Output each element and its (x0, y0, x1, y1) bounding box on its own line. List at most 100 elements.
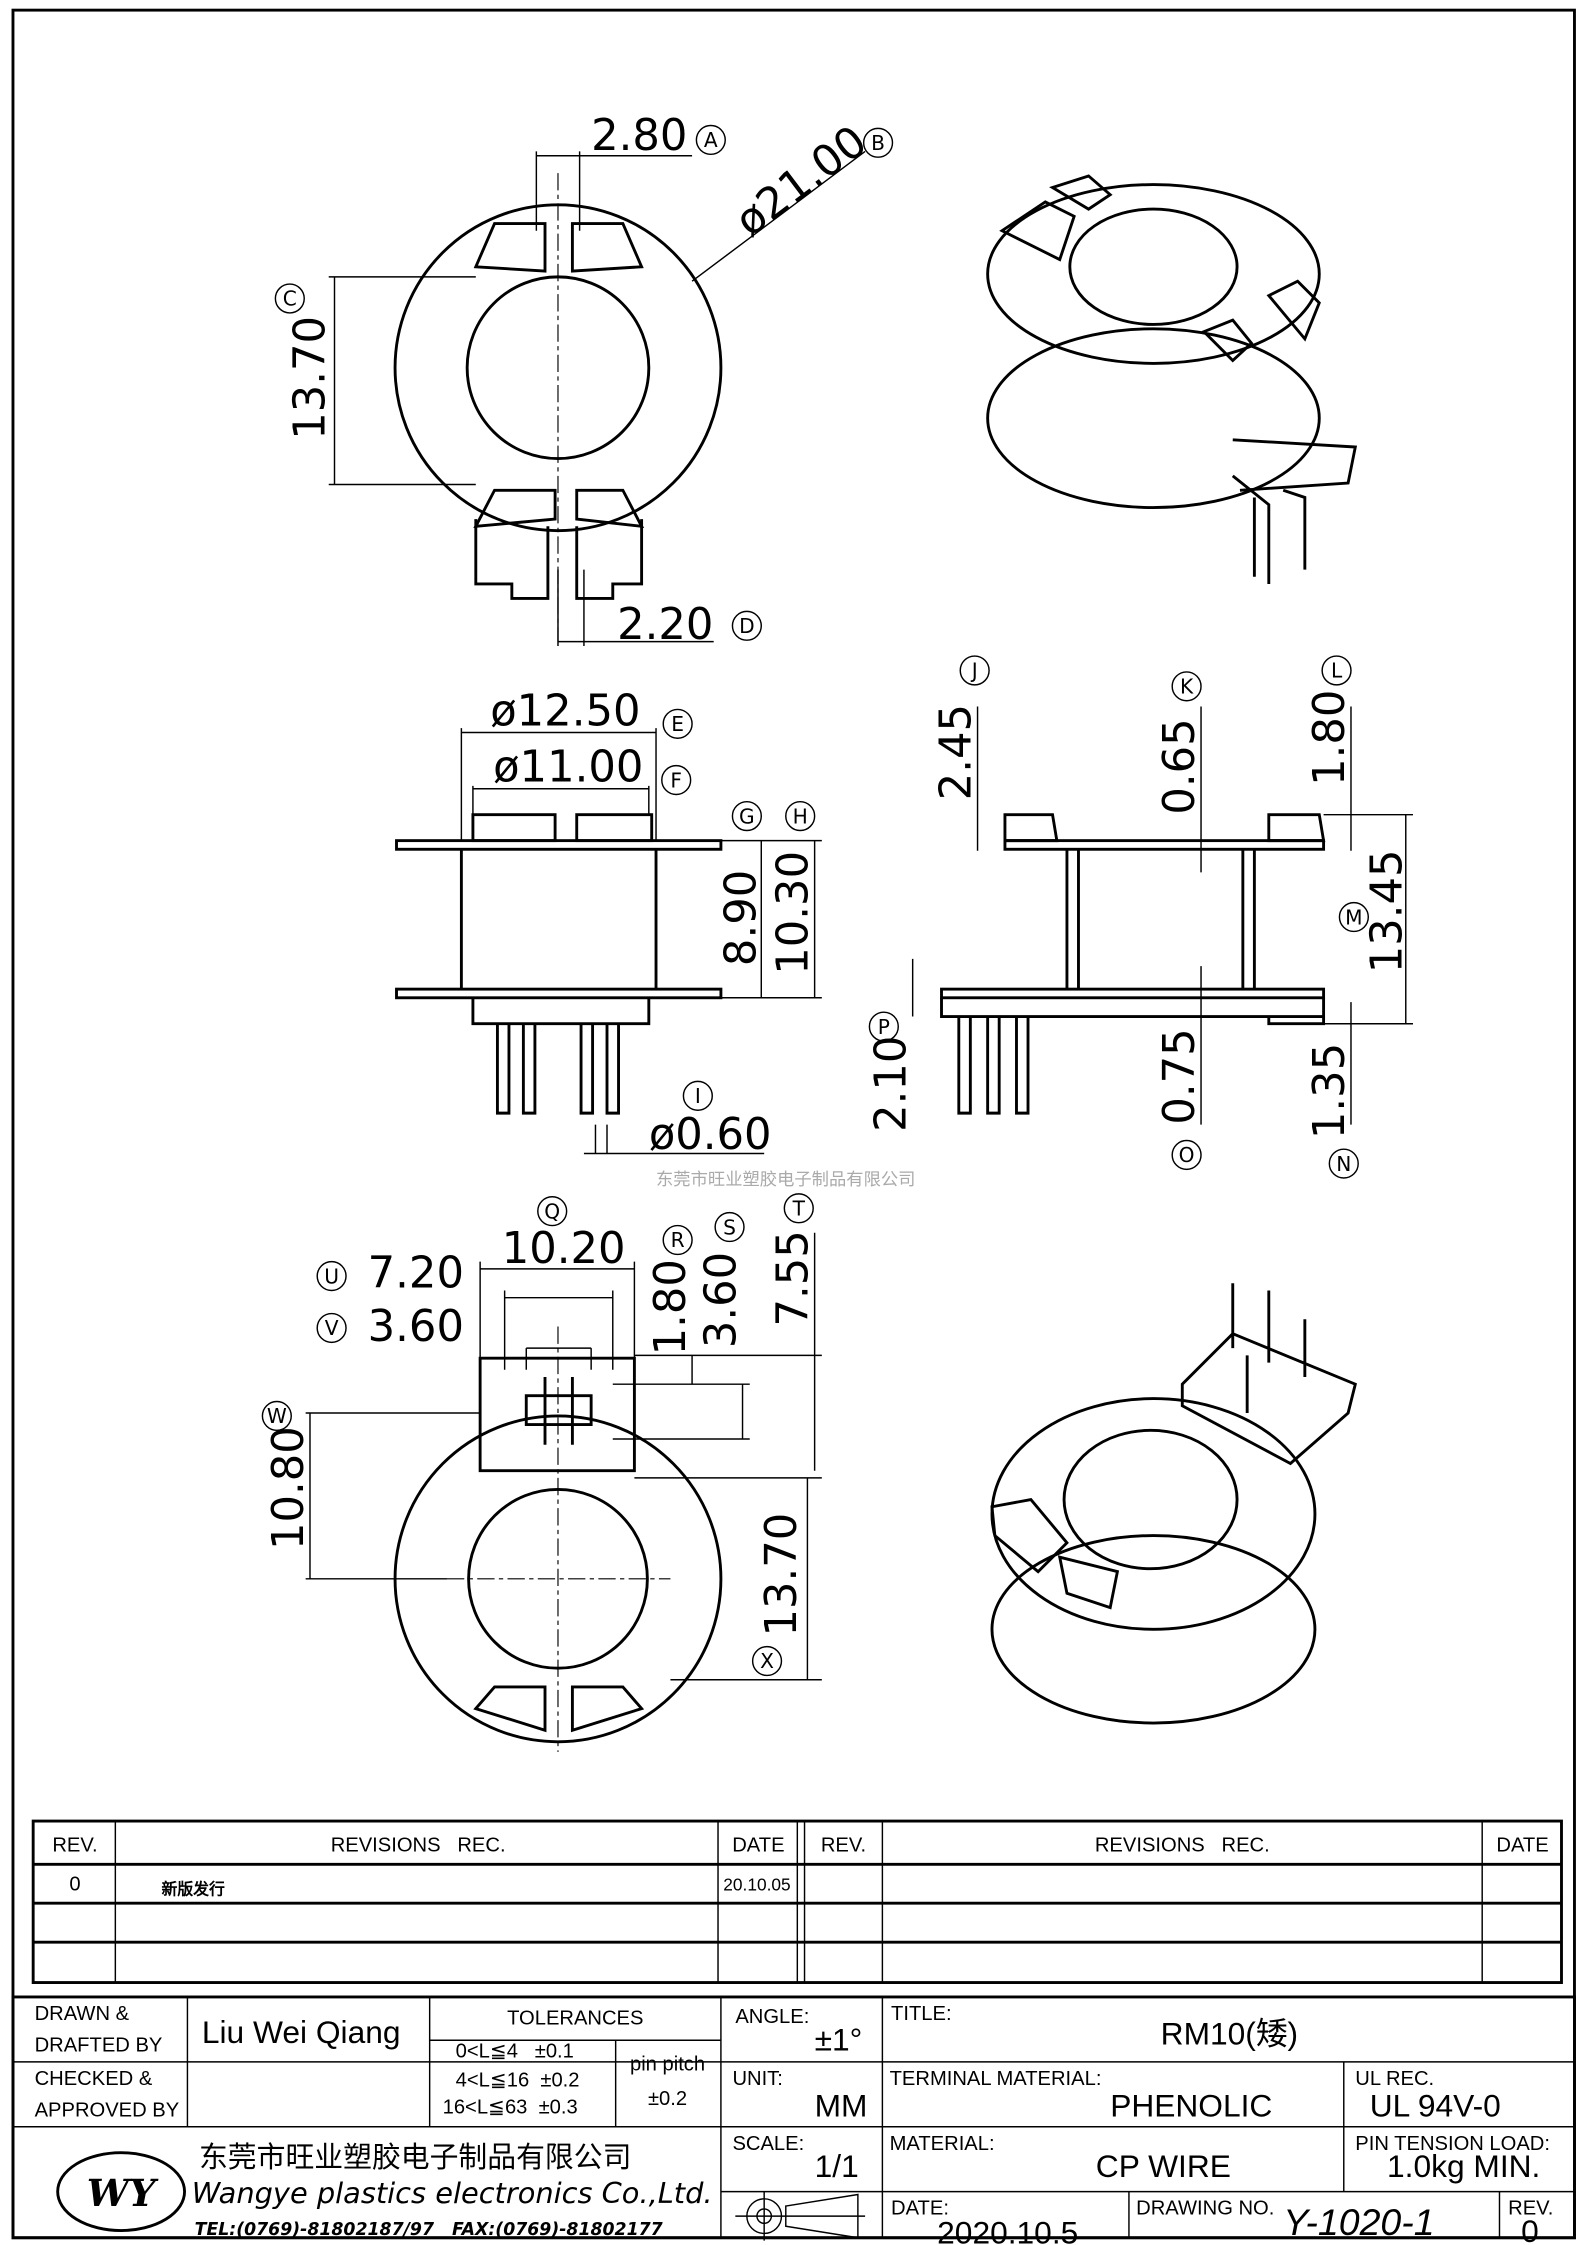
svg-text:4<L≦16 ±0.2: 4<L≦16 ±0.2 (456, 2069, 580, 2091)
svg-text:V: V (325, 1316, 339, 1340)
svg-text:B: B (871, 131, 885, 155)
drawn-by: Liu Wei Qiang (202, 2014, 401, 2050)
dim-J: 2.45 (931, 704, 981, 800)
svg-text:WY: WY (87, 2171, 159, 2215)
isometric-view-top (986, 174, 1358, 584)
svg-text:REV.: REV. (821, 1834, 866, 1856)
drawing-title: RM10(矮) (1161, 2016, 1298, 2052)
dim-S: 3.60 (696, 1252, 746, 1348)
svg-text:1.0kg MIN.: 1.0kg MIN. (1387, 2148, 1540, 2184)
svg-text:±1°: ±1° (815, 2021, 863, 2057)
dim-B: ø21.00 (726, 116, 876, 246)
dim-X: 13.70 (757, 1513, 807, 1637)
dim-F: ø11.00 (493, 743, 643, 793)
side-view: ø12.50 ø11.00 8.90 10.30 ø0.60 东莞市旺业塑胶电子… (395, 686, 915, 1190)
dim-Q: 10.20 (502, 1224, 626, 1274)
svg-text:X: X (760, 1649, 774, 1673)
projection-symbol-icon (735, 2191, 866, 2241)
revision-table: REV. REVISIONS REC. DATE REV. REVISIONS … (31, 1819, 1563, 1984)
dim-M: 13.45 (1362, 849, 1412, 973)
svg-text:DATE: DATE (732, 1834, 784, 1856)
svg-text:I: I (695, 1084, 701, 1108)
dim-U: 7.20 (368, 1249, 464, 1299)
svg-text:W: W (267, 1404, 287, 1428)
svg-text:E: E (671, 712, 684, 736)
company-logo: WY (56, 2151, 186, 2232)
dim-L: 1.80 (1305, 690, 1355, 786)
svg-text:Q: Q (544, 1199, 560, 1223)
title-block: DRAWN & DRAFTED BY Liu Wei Qiang CHECKED… (11, 1995, 1576, 2245)
drawing-number: Y-1020-1 (1283, 2201, 1434, 2243)
svg-text:ANGLE:: ANGLE: (735, 2006, 809, 2028)
dim-G: 8.90 (717, 870, 767, 966)
svg-text:K: K (1180, 675, 1194, 699)
svg-text:16<L≦63 ±0.3: 16<L≦63 ±0.3 (443, 2097, 578, 2119)
svg-text:TOLERANCES: TOLERANCES (507, 2007, 643, 2029)
svg-text:O: O (1179, 1143, 1195, 1167)
revision-date: 20.10.05 (723, 1874, 790, 1894)
svg-text:±0.2: ±0.2 (648, 2088, 687, 2110)
svg-text:1/1: 1/1 (815, 2148, 859, 2184)
dim-W: 10.80 (264, 1426, 314, 1550)
revision-description: 新版发行 (161, 1880, 225, 1899)
svg-text:UNIT:: UNIT: (732, 2068, 782, 2090)
svg-text:R: R (671, 1228, 685, 1252)
svg-text:DRAWN &: DRAWN & (35, 2003, 130, 2025)
dim-O: 0.75 (1155, 1028, 1205, 1124)
dim-T: 7.55 (768, 1230, 818, 1326)
svg-text:PIN TENSION LOAD:: PIN TENSION LOAD: (1355, 2133, 1550, 2155)
svg-text:CHECKED &: CHECKED & (35, 2068, 153, 2090)
svg-text:D: D (739, 614, 755, 638)
dim-H: 10.30 (768, 851, 818, 975)
svg-text:F: F (670, 768, 682, 792)
svg-text:G: G (739, 804, 755, 828)
dim-P: 2.10 (866, 1036, 916, 1132)
svg-text:P: P (878, 1015, 890, 1039)
svg-text:UL 94V-0: UL 94V-0 (1370, 2088, 1501, 2124)
dim-I: ø0.60 (649, 1110, 772, 1160)
svg-text:2020.10.5: 2020.10.5 (937, 2215, 1078, 2245)
dim-D: 2.20 (617, 600, 713, 650)
svg-text:L: L (1331, 659, 1343, 683)
bottom-view: 10.20 1.80 3.60 7.55 7.20 3.60 10.80 13.… (264, 1224, 822, 1752)
top-view: 2.80 ø21.00 13.70 2.20 (285, 111, 876, 650)
svg-text:S: S (723, 1215, 736, 1239)
dim-C: 13.70 (285, 316, 335, 440)
svg-text:CP WIRE: CP WIRE (1096, 2148, 1231, 2184)
svg-text:T: T (792, 1196, 806, 1220)
svg-text:A: A (704, 128, 718, 152)
svg-text:0: 0 (1521, 2213, 1539, 2245)
company-name-cn: 东莞市旺业塑胶电子制品有限公司 (199, 2140, 631, 2174)
svg-text:M: M (1345, 905, 1362, 929)
svg-text:DRAWING NO.: DRAWING NO. (1136, 2198, 1274, 2220)
svg-text:UL REC.: UL REC. (1355, 2068, 1434, 2090)
svg-text:TITLE:: TITLE: (891, 2003, 952, 2025)
company-contact: TEL:(0769)-81802187/97 FAX:(0769)-818021… (195, 2220, 663, 2240)
svg-text:DATE:: DATE: (891, 2198, 949, 2220)
svg-text:PHENOLIC: PHENOLIC (1110, 2088, 1272, 2124)
front-view: 2.45 0.65 1.80 13.45 1.35 0.75 2.10 (866, 690, 1413, 1139)
svg-text:C: C (283, 287, 297, 311)
dim-K: 0.65 (1155, 718, 1205, 814)
isometric-view-bottom (990, 1283, 1358, 1725)
svg-text:APPROVED BY: APPROVED BY (35, 2100, 180, 2122)
svg-text:REV.: REV. (1508, 2198, 1553, 2220)
svg-text:SCALE:: SCALE: (732, 2133, 804, 2155)
dim-V: 3.60 (368, 1302, 464, 1352)
svg-text:REVISIONS REC.: REVISIONS REC. (331, 1834, 506, 1856)
svg-text:J: J (970, 659, 978, 683)
svg-text:pin pitch: pin pitch (630, 2053, 705, 2075)
svg-text:MM: MM (815, 2088, 868, 2124)
svg-text:DATE: DATE (1496, 1834, 1548, 1856)
dim-E: ø12.50 (490, 686, 640, 736)
dim-N: 1.35 (1305, 1043, 1355, 1139)
svg-text:0<L≦4 ±0.1: 0<L≦4 ±0.1 (456, 2041, 574, 2063)
svg-text:MATERIAL:: MATERIAL: (890, 2133, 995, 2155)
svg-text:TERMINAL MATERIAL:: TERMINAL MATERIAL: (890, 2068, 1102, 2090)
dimension-tags: A B C D E F G H I J K L M N O P Q R S T … (261, 124, 1370, 1677)
svg-text:DRAFTED BY: DRAFTED BY (35, 2035, 163, 2057)
revision-rev: 0 (69, 1873, 80, 1895)
svg-text:H: H (793, 804, 808, 828)
company-name-en: Wangye plastics electronics Co.,Ltd. (192, 2176, 713, 2210)
